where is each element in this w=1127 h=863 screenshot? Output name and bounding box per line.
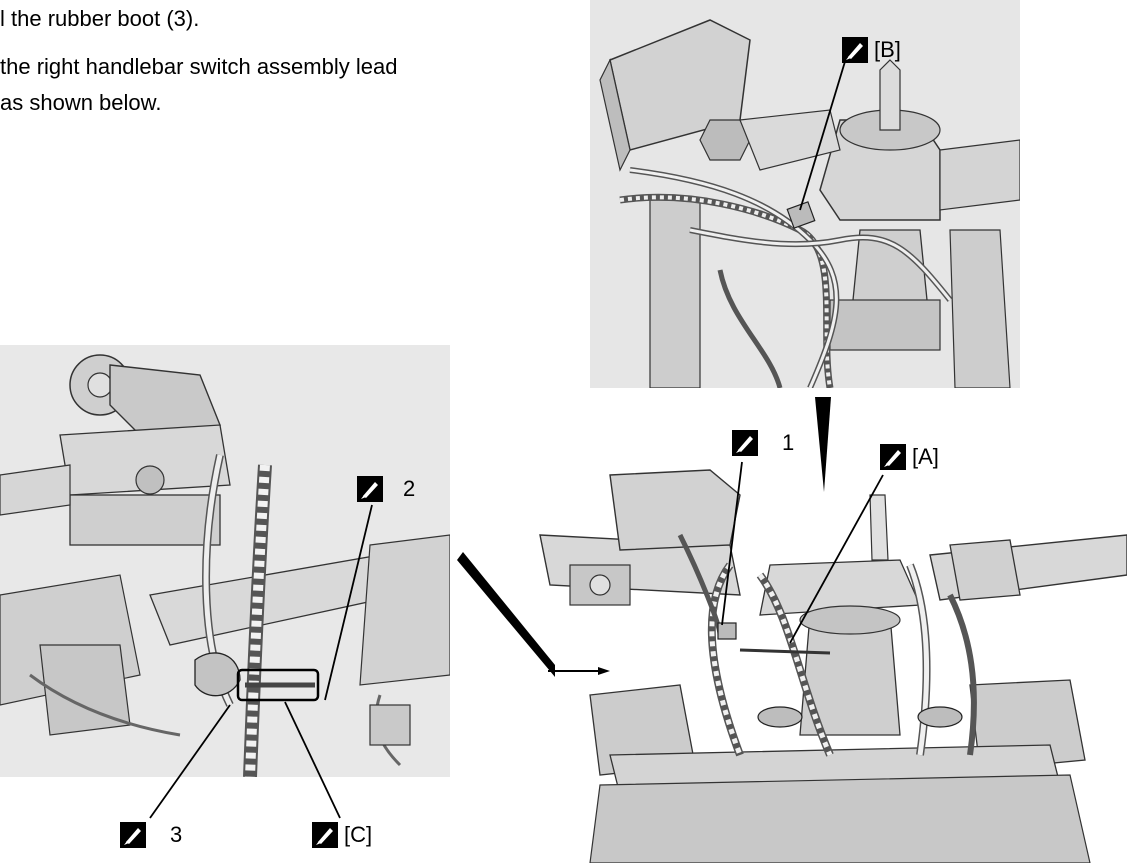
callout-3-label: 3	[170, 822, 183, 847]
callout-1-label: 1	[782, 430, 795, 455]
illustration-top-closeup	[590, 0, 1020, 388]
closeup-drawing	[590, 0, 1020, 388]
callout-1: 1	[732, 430, 794, 456]
tool-mark-icon	[312, 822, 338, 848]
callout-3: 3	[120, 822, 182, 848]
callout-c: [C]	[312, 822, 372, 848]
callout-b: [B]	[842, 37, 901, 63]
illustration-right-overview	[530, 455, 1127, 863]
callout-2-label: 2	[403, 476, 416, 501]
tool-mark-icon	[842, 37, 868, 63]
instruction-line-3: as shown below.	[0, 90, 162, 115]
instruction-line-1: l the rubber boot (3).	[0, 6, 200, 31]
callout-c-label: [C]	[344, 822, 373, 847]
callout-a: [A]	[880, 444, 939, 470]
instruction-line-2: the right handlebar switch assembly lead	[0, 54, 398, 79]
illustration-left-switch-lead	[0, 345, 450, 777]
tool-mark-icon	[120, 822, 146, 848]
switch-lead-drawing	[0, 345, 450, 777]
callout-a-label: [A]	[912, 444, 939, 469]
callout-2: 2	[357, 476, 415, 502]
tool-mark-icon	[880, 444, 906, 470]
overview-drawing	[530, 455, 1127, 863]
callout-b-label: [B]	[874, 37, 901, 62]
tool-mark-icon	[732, 430, 758, 456]
tool-mark-icon	[357, 476, 383, 502]
